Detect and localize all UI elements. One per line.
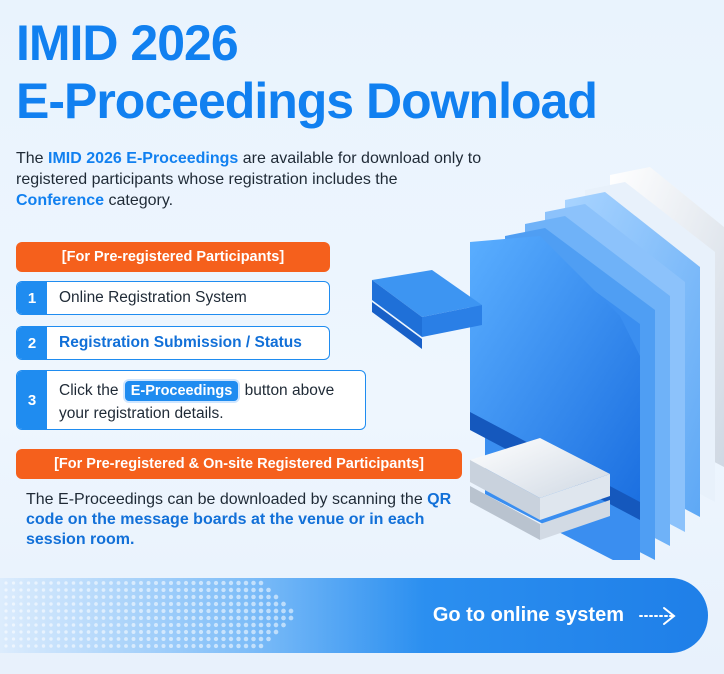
folder-stack-illustration <box>372 167 724 560</box>
intro-text: The IMID 2026 E-Proceedings are availabl… <box>16 150 482 209</box>
qr-code-bold: QR code on the message boards at the ven… <box>26 491 452 548</box>
go-to-online-system-button[interactable]: Go to online system <box>0 578 708 653</box>
dotted-arrow-right-icon <box>639 606 676 625</box>
intro-bold-proceedings: IMID 2026 E-Proceedings <box>48 150 239 167</box>
eproceedings-button[interactable]: E-Proceedings <box>122 379 241 403</box>
step-3-click-eproceedings: 3 Click the E-Proceedings button above y… <box>16 370 366 430</box>
cta-label: Go to online system <box>432 604 624 626</box>
step-label: Online Registration System <box>59 289 247 306</box>
step-1-online-registration[interactable]: 1 Online Registration System <box>16 281 330 315</box>
qr-code-text: The E-Proceedings can be downloaded by s… <box>26 491 452 548</box>
step-number: 2 <box>17 327 47 359</box>
step-number: 1 <box>17 282 47 314</box>
pre-registered-tag: [For Pre-registered Participants] <box>16 242 330 272</box>
page-title: IMID 2026 E-Proceedings Download <box>16 14 598 130</box>
step-label: Click the E-Proceedings button above you… <box>47 371 334 429</box>
title-line-1: IMID 2026 <box>16 15 239 71</box>
intro-bold-conference: Conference <box>16 192 105 209</box>
step-2-registration-status[interactable]: 2 Registration Submission / Status <box>16 326 330 360</box>
title-line-2: E-Proceedings Download <box>16 73 598 129</box>
step-label: Registration Submission / Status <box>59 334 302 351</box>
step-number: 3 <box>17 371 47 429</box>
onsite-tag: [For Pre-registered & On-site Registered… <box>16 449 462 479</box>
dot-pattern-decoration <box>4 580 294 649</box>
